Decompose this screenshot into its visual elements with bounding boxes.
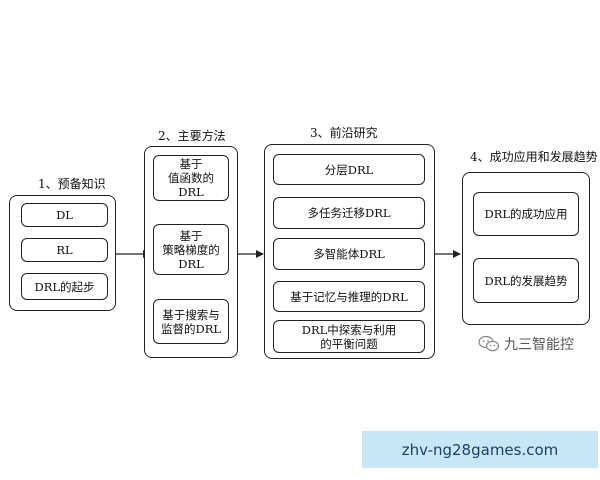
stage3-item-multitask-label: 多任务迁移DRL (307, 206, 391, 220)
stage1-item-rl: RL (21, 238, 108, 262)
wechat-icon (478, 335, 500, 352)
stage3-caption: 3、前沿研究 (310, 126, 378, 140)
stage3-item-multitask: 多任务迁移DRL (273, 197, 425, 229)
stage1-item-dl: DL (21, 203, 108, 227)
stage3-item-exploration: DRL中探索与利用的平衡问题 (273, 320, 425, 353)
stage3-item-multiagent-label: 多智能体DRL (313, 247, 385, 261)
stage3-item-memory-reasoning: 基于记忆与推理的DRL (273, 281, 425, 312)
stage3-item-hierarchical-label: 分层DRL (324, 162, 374, 177)
stage2-item-search-supervised: 基于搜索与监督的DRL (153, 299, 229, 344)
stage3-item-exploration-line1: DRL中探索与利用 (301, 322, 397, 337)
stage3-item-exploration-line2: 的平衡问题 (320, 336, 378, 351)
stage4-item-trends-label: DRL的发展趋势 (484, 273, 568, 288)
stage2-item-search-supervised-line1: 基于搜索与 (162, 307, 220, 322)
watermark-text: 九三智能控 (504, 337, 574, 353)
stage1-item-drl-start: DRL的起步 (21, 273, 108, 300)
stage2-item-search-supervised-line2: 监督的DRL (160, 321, 221, 336)
stage4-item-success-label: DRL的成功应用 (484, 207, 568, 221)
stage3-item-hierarchical: 分层DRL (273, 154, 425, 185)
stage2-item-value-based-line1: 基于 (179, 157, 203, 171)
stage1-caption: 1、预备知识 (38, 177, 106, 191)
site-banner[interactable]: zhv-ng28games.com (362, 431, 598, 468)
stage4-caption: 4、成功应用和发展趋势 (470, 150, 598, 164)
stage4-item-success: DRL的成功应用 (473, 192, 579, 236)
stage2-item-policy-gradient-line1: 基于 (179, 228, 203, 243)
stage2-item-policy-gradient-line2: 策略梯度的 (162, 242, 220, 257)
stage2-item-value-based-line2: 值函数的 (168, 171, 214, 185)
stage4-item-trends: DRL的发展趋势 (473, 258, 579, 303)
stage2-caption: 2、主要方法 (158, 129, 226, 143)
stage3-item-memory-reasoning-label: 基于记忆与推理的DRL (290, 289, 408, 304)
stage1-item-rl-label: RL (56, 243, 73, 257)
stage1-item-dl-label: DL (56, 208, 73, 222)
stage2-item-value-based-line3: DRL (178, 185, 204, 199)
stage3-item-multiagent: 多智能体DRL (273, 238, 425, 270)
site-banner-text[interactable]: zhv-ng28games.com (401, 440, 559, 459)
stage2-item-policy-gradient-line3: DRL (178, 256, 204, 271)
stage1-item-drl-start-label: DRL的起步 (34, 279, 95, 294)
watermark: 九三智能控 (478, 334, 574, 354)
